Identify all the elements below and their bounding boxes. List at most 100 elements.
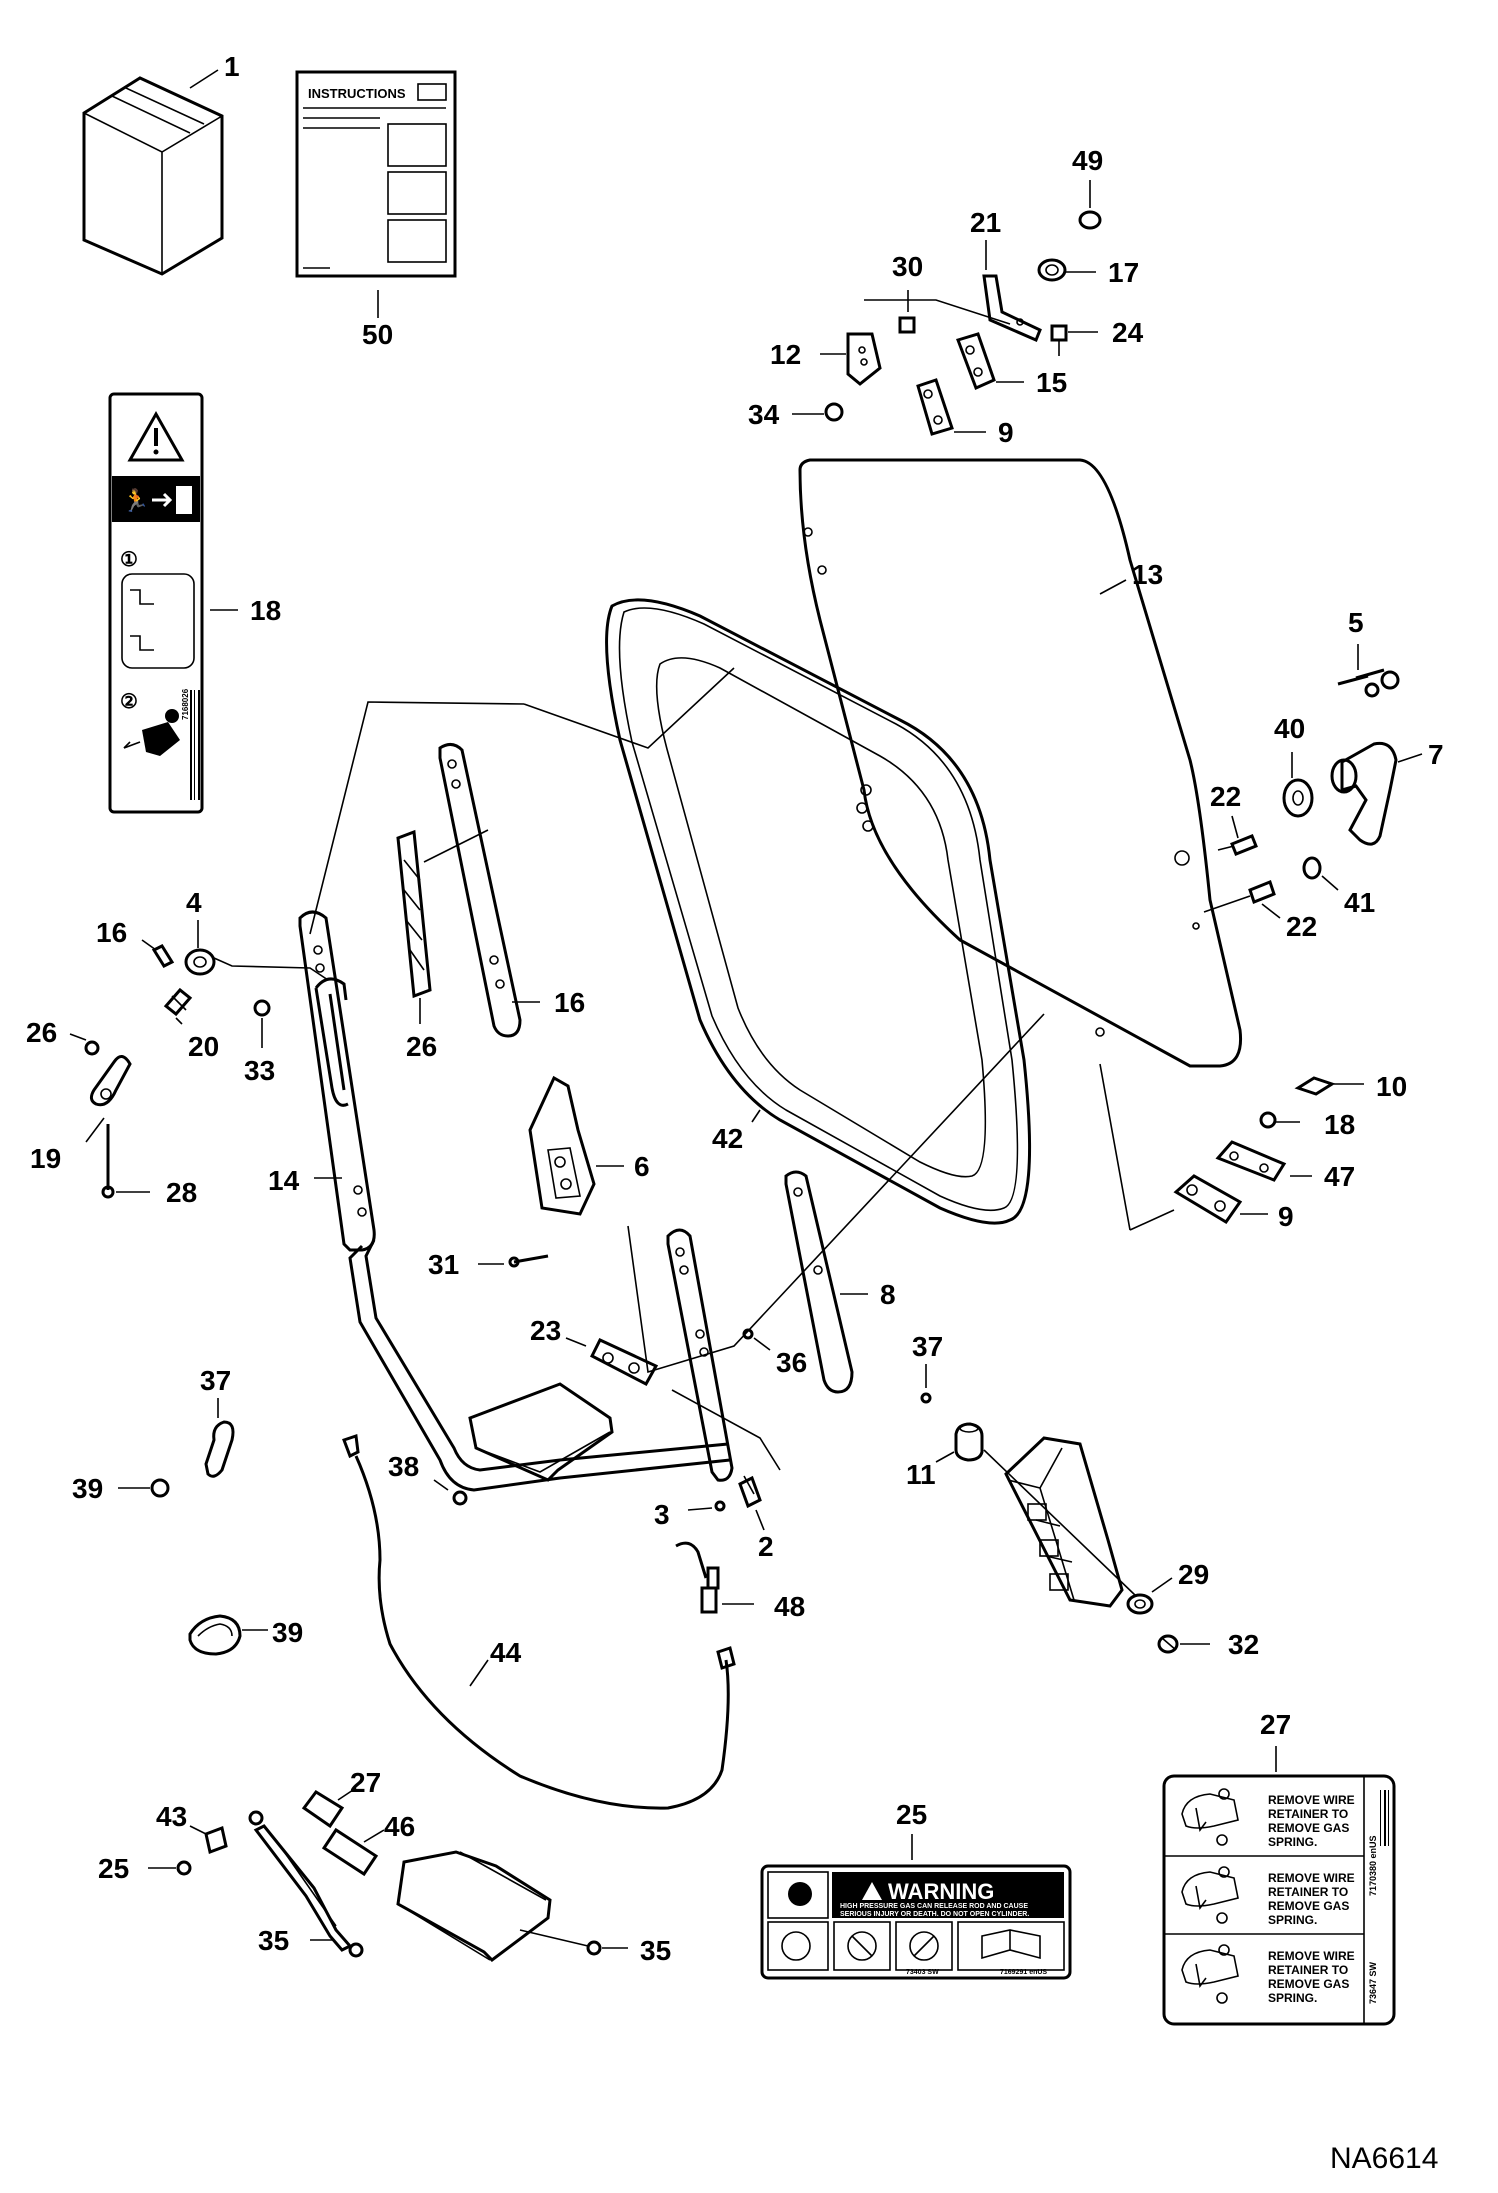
callout-29: 29 <box>1178 1559 1209 1590</box>
nut-part-34 <box>824 402 844 422</box>
callout-22-top: 22 <box>1210 781 1241 812</box>
decal-panel-2-line-4: SPRING. <box>1268 1913 1317 1927</box>
decal-panel-3-line-3: REMOVE GAS <box>1268 1977 1349 1991</box>
washer-part-45 <box>1259 1111 1277 1129</box>
callout-25-decal: 25 <box>896 1799 927 1830</box>
pin-part-20 <box>163 987 193 1017</box>
callout-39-top: 37 <box>200 1365 231 1396</box>
decal-panel-1-line-1: REMOVE WIRE <box>1268 1793 1355 1807</box>
callout-11: 11 <box>906 1459 936 1490</box>
gas-spring-part-46 <box>248 1810 364 1958</box>
screw-part-24 <box>1050 324 1068 356</box>
callout-35-left: 25 <box>98 1853 129 1884</box>
callout-9-lower: 9 <box>1278 1201 1294 1232</box>
decal-panel-3-line-4: SPRING. <box>1268 1991 1317 2005</box>
screw-part-30 <box>898 316 916 334</box>
washer-part-40 <box>1282 778 1314 818</box>
callout-5: 5 <box>1348 607 1364 638</box>
latch-part-6 <box>528 1075 596 1216</box>
exit-decal-part-18: 🏃 ① ② 7168026 <box>108 392 204 814</box>
callout-17: 17 <box>1108 257 1139 288</box>
stud-part-43 <box>204 1825 228 1855</box>
nut-part-35-left <box>176 1860 192 1876</box>
callout-9-top: 9 <box>998 417 1014 448</box>
svg-text:🏃: 🏃 <box>122 488 149 514</box>
callout-2: 2 <box>758 1531 774 1562</box>
callout-40: 40 <box>1274 713 1305 744</box>
warning-line-2: SERIOUS INJURY OR DEATH. DO NOT OPEN CYL… <box>840 1911 1029 1918</box>
bracket-part-12 <box>846 332 882 386</box>
bushing-part-4 <box>184 948 216 976</box>
decal-panel-1-line-4: SPRING. <box>1268 1835 1317 1849</box>
callout-49: 49 <box>1072 145 1103 176</box>
hinge-part-21 <box>982 274 1042 342</box>
decal-barcode <box>1380 1790 1389 1846</box>
callout-41: 41 <box>1344 887 1375 918</box>
callout-30: 30 <box>892 251 923 282</box>
figure-id: NA6614 <box>1330 2142 1438 2175</box>
mount-plate-gas-spring <box>396 1850 552 1962</box>
callout-38: 39 <box>72 1473 103 1504</box>
instructions-title: INSTRUCTIONS <box>308 86 406 101</box>
screw-part-28 <box>101 1124 115 1199</box>
cable-part-44 <box>342 1433 736 1810</box>
decal-panel-3-line-1: REMOVE WIRE <box>1268 1949 1355 1963</box>
callout-22-bottom: 22 <box>1286 911 1317 942</box>
callout-34: 34 <box>748 399 780 430</box>
callout-42: 42 <box>712 1123 743 1154</box>
callout-50: 50 <box>362 319 393 350</box>
plate-part-47 <box>1215 1140 1287 1182</box>
spacer-part-11 <box>954 1422 984 1462</box>
exit-decal-step-1: ① <box>120 549 138 571</box>
seal-part-42 <box>605 598 1032 1225</box>
handle-part-7 <box>1330 741 1398 846</box>
callout-33-lower: 38 <box>388 1451 419 1482</box>
decal-code-top: 7170380 enUS <box>1368 1835 1378 1896</box>
callout-7: 7 <box>1428 739 1444 770</box>
warning-code-left: 73403 SW <box>906 1969 939 1976</box>
callout-33-upper: 33 <box>244 1055 275 1086</box>
callout-23: 23 <box>530 1315 561 1346</box>
callout-15: 15 <box>1036 367 1067 398</box>
decal-code-bottom: 73647 SW <box>1368 1961 1378 2004</box>
strip-part-10 <box>438 743 522 1038</box>
callout-16: 16 <box>96 917 127 948</box>
label-part-27-small <box>301 1790 345 1829</box>
callout-46: 35 <box>258 1925 289 1956</box>
callout-28: 28 <box>166 1177 197 1208</box>
callout-44: 44 <box>490 1637 522 1668</box>
callout-8: 8 <box>880 1279 896 1310</box>
callout-21: 21 <box>970 207 1001 238</box>
decal-panel-1-line-2: RETAINER TO <box>1268 1807 1348 1821</box>
strip-part-8 <box>784 1170 854 1394</box>
callout-20: 20 <box>188 1031 219 1062</box>
screw-part-24-lower <box>1294 1076 1336 1096</box>
callout-24-top: 24 <box>1112 317 1144 348</box>
callout-31: 31 <box>428 1249 459 1280</box>
callout-35-right: 35 <box>640 1935 671 1966</box>
plate-part-15 <box>956 332 996 391</box>
bolt-part-32 <box>1157 1634 1179 1654</box>
center-bracket <box>468 1228 734 1482</box>
callout-14: 14 <box>268 1165 300 1196</box>
decal-panel-2-line-1: REMOVE WIRE <box>1268 1871 1355 1885</box>
warning-line-1: HIGH PRESSURE GAS CAN RELEASE ROD AND CA… <box>840 1903 1028 1910</box>
door-frame-part-14 <box>298 910 731 1492</box>
mount-bracket <box>1004 1436 1124 1608</box>
screw-part-31 <box>508 1254 549 1268</box>
callout-32: 32 <box>1228 1629 1259 1660</box>
bushing-part-17 <box>1037 258 1067 282</box>
lever-part-19 <box>89 1055 132 1107</box>
callout-47: 47 <box>1324 1161 1355 1192</box>
switch-part-48 <box>675 1541 720 1614</box>
nut-part-33-lower <box>452 1490 468 1506</box>
callout-4: 4 <box>186 887 202 918</box>
callout-24-lower: 10 <box>1376 1071 1407 1102</box>
callout-45: 18 <box>1324 1109 1355 1140</box>
decal-panel-2-line-3: REMOVE GAS <box>1268 1899 1349 1913</box>
strap-part-39-top <box>204 1420 235 1478</box>
warning-decal-part-25: WARNING HIGH PRESSURE GAS CAN RELEASE RO… <box>760 1864 1072 1980</box>
nut-part-35-right <box>586 1940 602 1956</box>
callout-18-small: 26 <box>406 1031 437 1062</box>
